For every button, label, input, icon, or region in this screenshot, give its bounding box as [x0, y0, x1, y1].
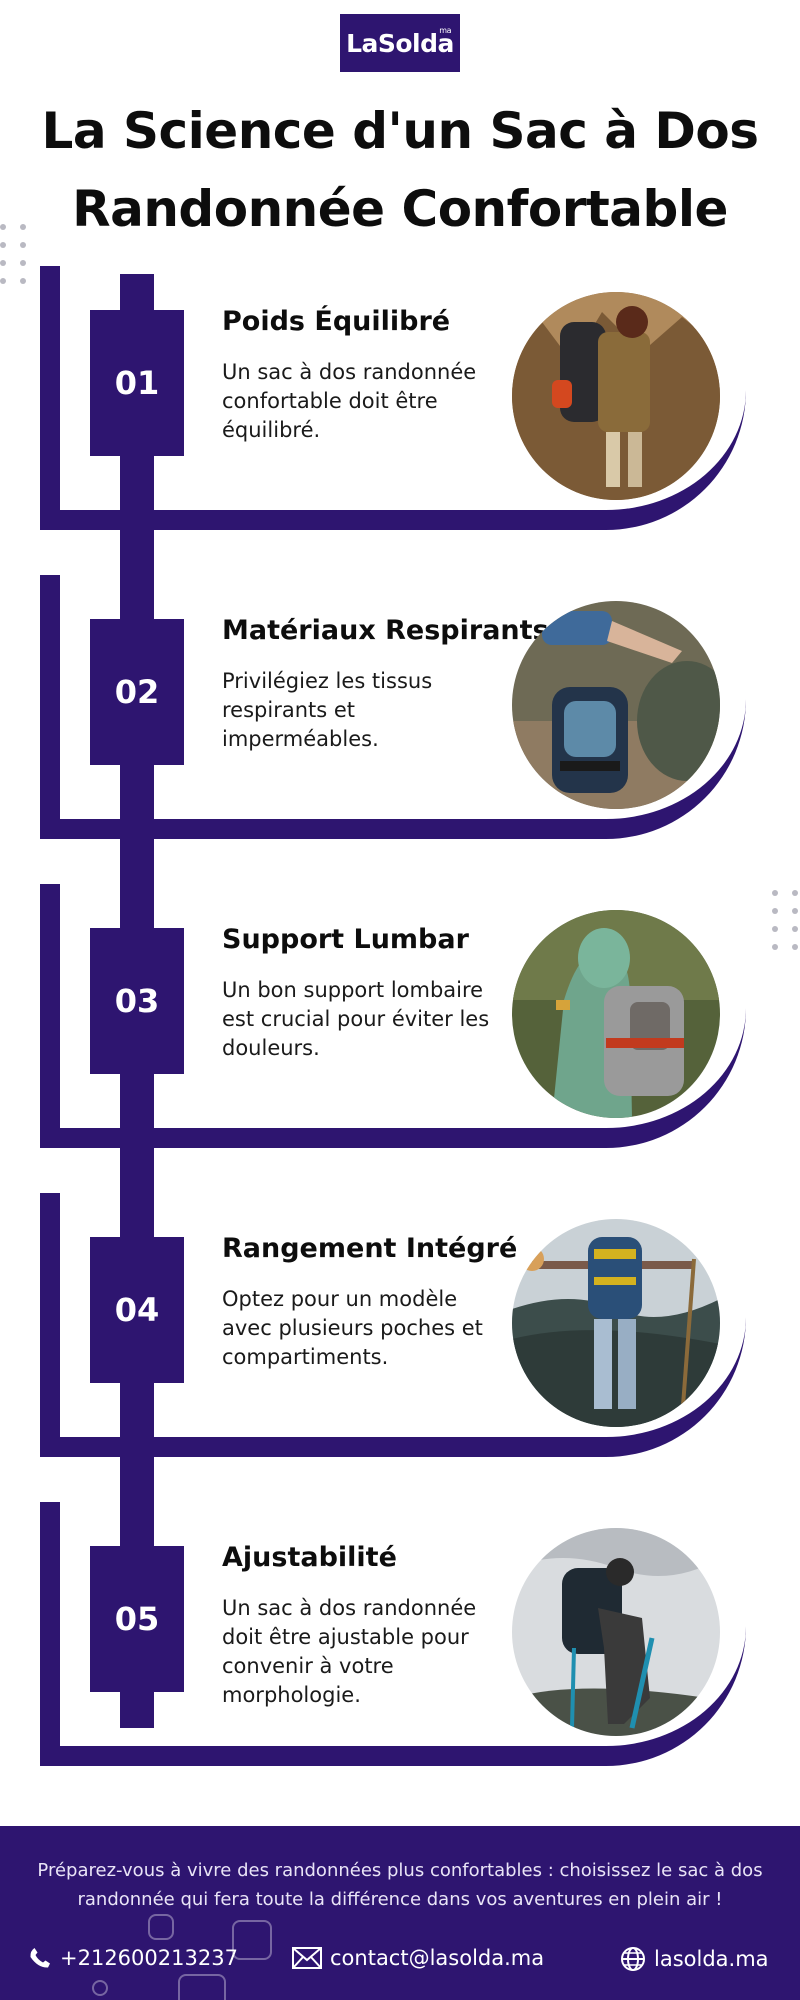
hiker-arms-open-photo [512, 1219, 720, 1427]
step-title: Matériaux Respirants [222, 615, 549, 646]
hiker-with-pole-photo [512, 1528, 720, 1736]
logo-text: LaSolda [346, 28, 454, 58]
step-title: Rangement Intégré [222, 1233, 518, 1264]
decorative-dots-left [0, 224, 26, 284]
step-5: 05 Ajustabilité Un sac à dos randonnée d… [0, 1502, 800, 1802]
mail-icon [292, 1947, 322, 1969]
page-title: La Science d'un Sac à Dos Randonnée Conf… [0, 92, 800, 248]
backpack-on-trail-photo [512, 601, 720, 809]
step-description: Privilégiez les tissus respirants et imp… [222, 669, 433, 751]
decorative-square [148, 1914, 174, 1940]
email-address[interactable]: contact@lasolda.ma [330, 1946, 545, 1970]
step-bracket [40, 1502, 746, 1766]
phone-number[interactable]: +212600213237 [60, 1946, 238, 1970]
title-line-2: Randonnée Confortable [72, 180, 728, 238]
step-description: Optez pour un modèle avec plusieurs poch… [222, 1287, 483, 1369]
footer: Préparez-vous à vivre des randonnées plu… [0, 1826, 800, 2000]
decorative-square [178, 1974, 226, 2000]
email-contact[interactable]: contact@lasolda.ma [292, 1946, 544, 1970]
step-description: Un sac à dos randonnée doit être ajustab… [222, 1596, 477, 1707]
step-number-badge: 03 [90, 928, 184, 1074]
step-bracket [40, 884, 746, 1148]
footer-message: Préparez-vous à vivre des randonnées plu… [37, 1860, 763, 1910]
step-bracket [40, 266, 746, 530]
step-number-badge: 05 [90, 1546, 184, 1692]
step-2: 02 Matériaux Respirants Privilégiez les … [0, 575, 800, 875]
website-contact[interactable]: lasolda.ma [620, 1946, 769, 1972]
step-number-badge: 02 [90, 619, 184, 765]
step-bracket [40, 575, 746, 839]
step-1: 01 Poids Équilibré Un sac à dos randonné… [0, 266, 800, 566]
decorative-square [92, 1980, 108, 1996]
step-description: Un bon support lombaire est crucial pour… [222, 978, 490, 1060]
title-line-1: La Science d'un Sac à Dos [41, 102, 759, 160]
logo-suffix: ma [439, 26, 451, 35]
step-3: 03 Support Lumbar Un bon support lombair… [0, 884, 800, 1184]
phone-contact[interactable]: +212600213237 [28, 1946, 238, 1970]
decorative-dots-right [772, 890, 798, 950]
step-description: Un sac à dos randonnée confortable doit … [222, 360, 477, 442]
step-title: Poids Équilibré [222, 306, 451, 337]
step-4: 04 Rangement Intégré Optez pour un modèl… [0, 1193, 800, 1493]
globe-icon [621, 1947, 645, 1971]
phone-icon [30, 1948, 50, 1968]
decorative-square [232, 1920, 272, 1960]
hooded-hiker-photo [512, 910, 720, 1118]
step-title: Support Lumbar [222, 924, 469, 955]
hiker-with-backpack-photo [512, 292, 720, 500]
step-title: Ajustabilité [222, 1542, 397, 1573]
step-number-badge: 01 [90, 310, 184, 456]
step-number-badge: 04 [90, 1237, 184, 1383]
website-link[interactable]: lasolda.ma [654, 1947, 769, 1971]
step-bracket [40, 1193, 746, 1457]
brand-logo: LaSolda ma [340, 14, 460, 72]
